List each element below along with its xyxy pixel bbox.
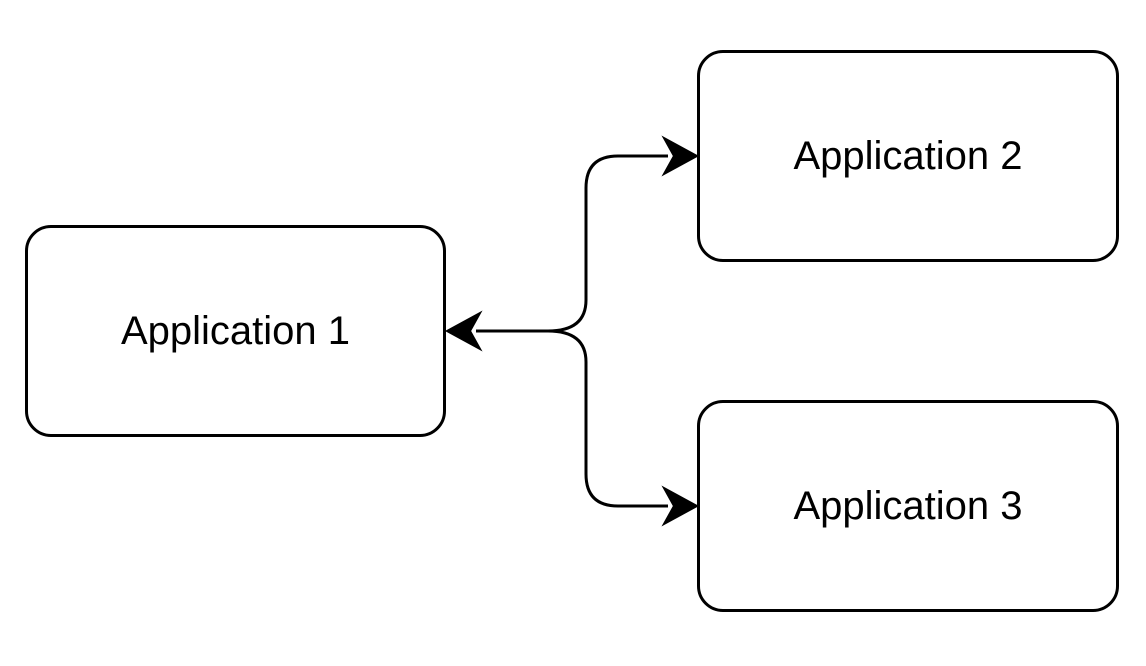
node-application-2[interactable]: Application 2 (697, 50, 1119, 262)
connector-app1-app3 (547, 329, 668, 508)
node-application-3[interactable]: Application 3 (697, 400, 1119, 612)
connector-app1-app2 (547, 154, 668, 333)
arrowhead-app1 (444, 310, 483, 352)
node-application-1[interactable]: Application 1 (25, 225, 446, 437)
arrowhead-app2 (661, 135, 700, 177)
node-label: Application 2 (793, 133, 1023, 178)
arrowhead-app3 (661, 485, 700, 527)
node-label: Application 1 (120, 308, 351, 353)
node-label: Application 3 (793, 483, 1023, 528)
